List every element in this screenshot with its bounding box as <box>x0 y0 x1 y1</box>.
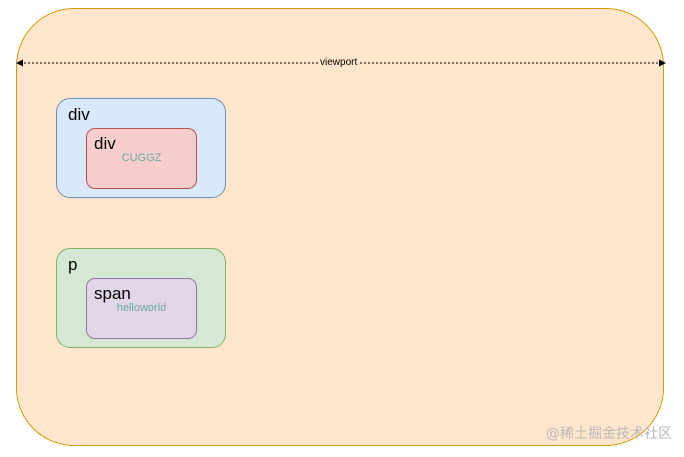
outer-div-label: div <box>68 105 90 124</box>
watermark-text: @稀土掘金技术社区 <box>546 426 672 442</box>
inner-div-label: div <box>94 134 116 153</box>
outer-p-label: p <box>68 255 78 274</box>
inner-span-label: span <box>94 284 131 303</box>
inner-div-text: CUGGZ <box>121 152 162 164</box>
viewport-arrow-left-head <box>16 59 23 67</box>
viewport-label: viewport <box>318 56 360 70</box>
outer-p-box: p span helloworld <box>56 248 226 348</box>
inner-span-text: helloworld <box>116 302 167 314</box>
viewport-arrow-right-head <box>659 59 666 67</box>
viewport-container <box>16 8 664 446</box>
inner-span-box: span helloworld <box>86 278 197 339</box>
inner-div-box: div CUGGZ <box>86 128 197 189</box>
outer-div-box: div div CUGGZ <box>56 98 226 198</box>
